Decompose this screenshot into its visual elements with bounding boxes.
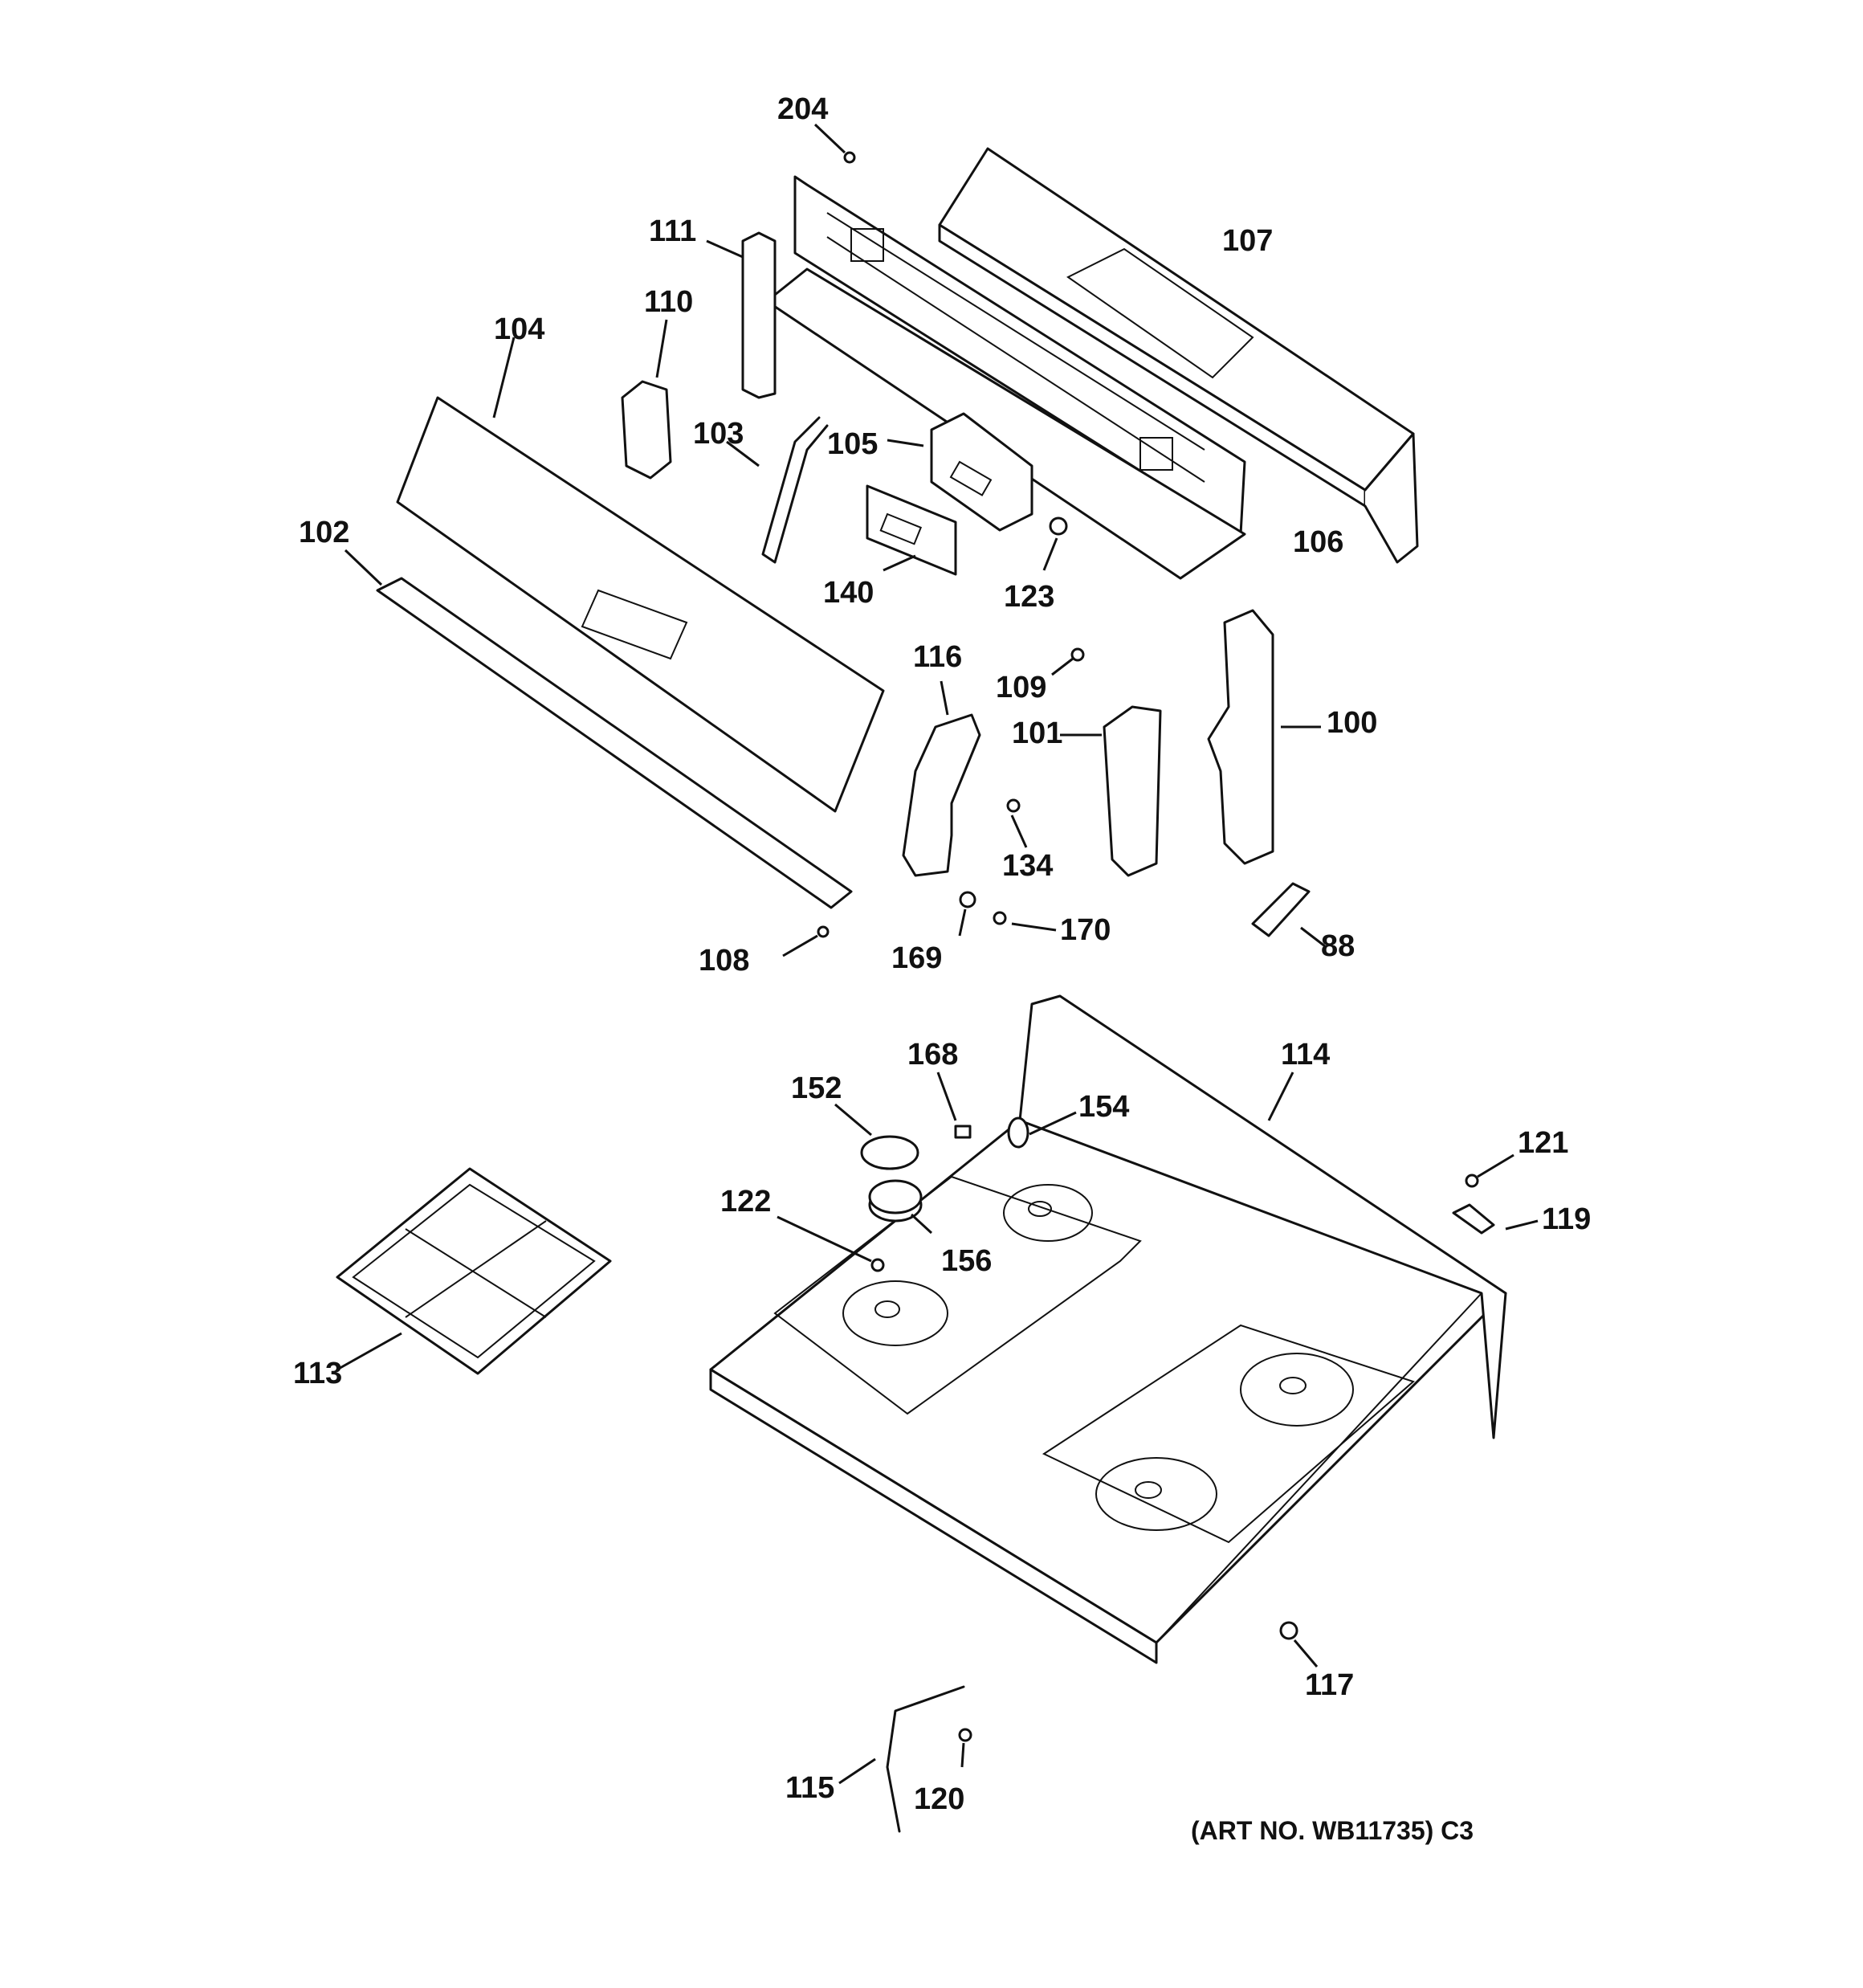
part-204-screw <box>813 123 856 164</box>
part-110-switch <box>621 319 672 480</box>
part-121-screw <box>1465 1153 1514 1188</box>
callout-106: 106 <box>1293 525 1343 559</box>
callout-169: 169 <box>891 941 942 975</box>
callout-152: 152 <box>791 1072 842 1105</box>
part-115-support-rod <box>838 1685 965 1833</box>
part-122-screw <box>777 1215 885 1272</box>
part-105-clock <box>887 412 1033 532</box>
part-154-igniter <box>1007 1111 1077 1149</box>
callout-204: 204 <box>777 92 828 126</box>
callout-116: 116 <box>913 640 962 674</box>
callout-107: 107 <box>1222 224 1273 258</box>
part-102-trim <box>344 549 853 909</box>
callout-115: 115 <box>785 1771 834 1805</box>
callout-109: 109 <box>996 671 1046 704</box>
part-134-screw <box>1006 798 1028 848</box>
part-156-burner-head <box>868 1179 933 1235</box>
callout-170: 170 <box>1060 913 1111 947</box>
callout-134: 134 <box>1002 849 1053 883</box>
part-113-grate <box>336 1167 612 1375</box>
callout-120: 120 <box>914 1782 964 1816</box>
callout-111: 111 <box>649 214 696 248</box>
callout-122: 122 <box>720 1185 771 1219</box>
callout-103: 103 <box>693 417 744 451</box>
part-104-control-panel <box>396 337 885 813</box>
callout-119: 119 <box>1542 1202 1591 1236</box>
part-108-screw <box>782 925 830 957</box>
part-170-screw <box>993 911 1057 932</box>
part-106-backguard-frame <box>765 175 1246 580</box>
part-140-overlay <box>866 484 957 576</box>
part-107-top-cover <box>938 147 1419 564</box>
callout-123: 123 <box>1004 580 1054 614</box>
part-109-screw <box>1051 647 1085 676</box>
part-101-bracket <box>1060 705 1162 877</box>
part-100-side-bracket <box>1207 609 1321 865</box>
callout-154: 154 <box>1078 1090 1129 1124</box>
callout-108: 108 <box>699 944 749 978</box>
part-168-clip <box>936 1072 972 1139</box>
callout-105: 105 <box>827 427 878 461</box>
art-number: (ART NO. WB11735) C3 <box>1191 1816 1474 1845</box>
part-117-foot <box>1279 1621 1319 1668</box>
part-116-end-cap <box>902 680 981 877</box>
callout-156: 156 <box>941 1244 992 1278</box>
part-111-bracket <box>706 231 777 399</box>
part-152-burner-cap <box>834 1103 919 1170</box>
part-169-washer <box>958 891 976 937</box>
callout-88: 88 <box>1321 929 1355 963</box>
part-120-screw <box>958 1728 972 1768</box>
part-119-hinge <box>1452 1203 1539 1235</box>
callout-114: 114 <box>1281 1038 1330 1072</box>
part-103-bracket <box>726 416 829 564</box>
callout-labels: 204 111 107 110 104 103 105 102 106 140 … <box>293 92 1591 1816</box>
callout-100: 100 <box>1327 706 1377 740</box>
callout-102: 102 <box>299 516 349 549</box>
callout-121: 121 <box>1518 1126 1568 1160</box>
callout-104: 104 <box>494 312 544 346</box>
part-123-nut <box>1042 516 1068 571</box>
callout-140: 140 <box>823 576 874 610</box>
part-88-spacer <box>1251 882 1326 948</box>
callout-117: 117 <box>1305 1668 1354 1702</box>
callout-113: 113 <box>293 1357 342 1390</box>
callout-110: 110 <box>644 285 693 319</box>
callout-101: 101 <box>1012 716 1062 750</box>
callout-168: 168 <box>907 1038 958 1072</box>
part-114-cooktop <box>709 994 1507 1664</box>
